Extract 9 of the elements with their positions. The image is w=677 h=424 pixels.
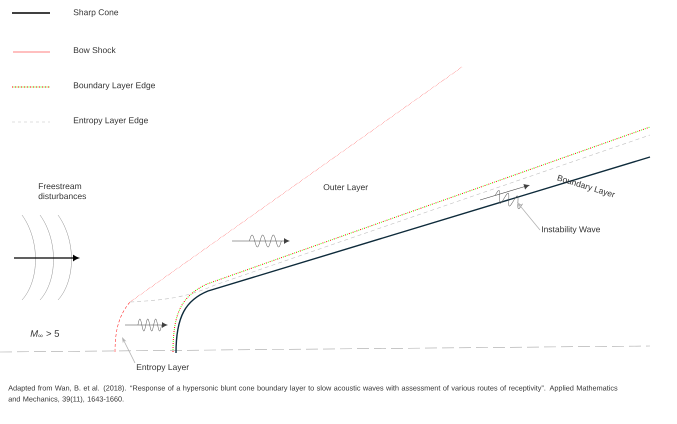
text-label: Instability Wave bbox=[542, 226, 600, 234]
legend-label: Sharp Cone bbox=[74, 9, 118, 17]
legend-label: Entropy Layer Edge bbox=[74, 117, 148, 125]
flow-label: Freestream disturbances bbox=[38, 183, 86, 200]
region-label: Outer Layer bbox=[324, 184, 368, 192]
legend-label: Bow Shock bbox=[74, 46, 116, 54]
text-label: Entropy Layer bbox=[136, 364, 189, 372]
flow-label: M$_{∞}$ > 5 bbox=[30, 330, 60, 338]
legend-label: Boundary Layer Edge bbox=[74, 82, 156, 90]
